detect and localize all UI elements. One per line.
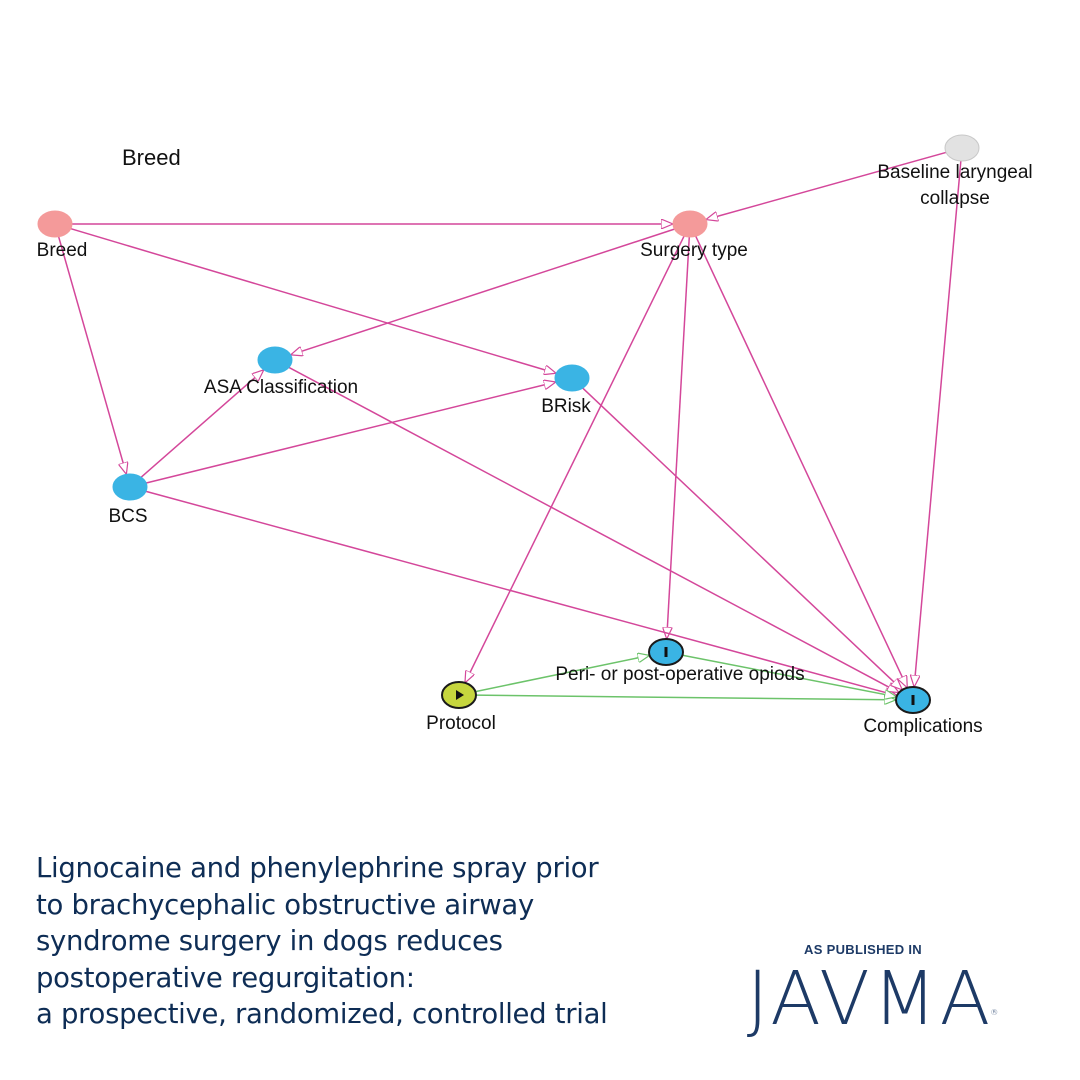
node-asa-shape: [257, 346, 293, 374]
node-asa[interactable]: ASA Classification: [204, 346, 358, 398]
edge-baseline-to-surgery: [707, 151, 947, 219]
node-surgery-label: Surgery type: [640, 240, 748, 261]
node-brisk-shape: [554, 364, 590, 392]
node-brisk-label: BRisk: [541, 396, 591, 417]
node-complications[interactable]: Complications: [863, 686, 983, 737]
outcome-bar-icon: [911, 695, 915, 705]
node-protocol[interactable]: Protocol: [426, 681, 496, 734]
edge-surgery-to-asa: [292, 228, 675, 354]
node-asa-label: ASA Classification: [204, 377, 358, 398]
edge-baseline-to-complications: [914, 160, 962, 686]
title-line: postoperative regurgitation:: [36, 961, 415, 994]
node-bcs-label: BCS: [108, 506, 147, 527]
edge-bcs-to-brisk: [145, 382, 555, 484]
article-title: Lignocaine and phenylephrine spray prior…: [36, 850, 676, 1033]
edge-bcs-to-asa: [140, 370, 263, 478]
node-breed-label: Breed: [37, 240, 88, 261]
javma-wordmark: JAVMA: [746, 956, 994, 1042]
node-protocol-label: Protocol: [426, 713, 496, 734]
node-opiods-label: Peri- or post-operative opiods: [555, 664, 804, 685]
edge-bcs-to-complications: [145, 490, 896, 695]
edge-brisk-to-complications: [582, 387, 902, 689]
node-brisk[interactable]: BRisk: [541, 364, 591, 417]
outcome-bar-icon: [664, 647, 668, 657]
node-bcs[interactable]: BCS: [108, 473, 148, 527]
publisher-block: AS PUBLISHED IN JAVMA ®: [735, 942, 1005, 1039]
node-baseline-label: Baseline laryngeal: [877, 162, 1032, 183]
node-baseline-shape: [944, 134, 980, 162]
node-surgery-shape: [672, 210, 708, 238]
node-breed[interactable]: Breed: [37, 210, 88, 261]
node-complications-label: Complications: [863, 716, 982, 737]
edge-breed-to-bcs: [57, 236, 126, 474]
title-line: syndrome surgery in dogs reduces: [36, 925, 503, 957]
edge-opiods-to-complications: [682, 654, 895, 696]
registered-mark: ®: [990, 1008, 1002, 1017]
node-baseline-label: collapse: [920, 188, 990, 209]
node-baseline[interactable]: Baseline laryngeal collapse: [877, 134, 1033, 209]
javma-logo: JAVMA ®: [746, 956, 999, 1042]
exposure-play-icon: [456, 690, 464, 700]
node-surgery[interactable]: Surgery type: [640, 210, 748, 261]
node-breed-shape: [37, 210, 73, 238]
node-bcs-shape: [112, 473, 148, 501]
published-in-label: AS PUBLISHED IN: [804, 942, 922, 957]
edges-layer: [57, 151, 962, 700]
edge-asa-to-complications: [288, 366, 898, 692]
node-opiods[interactable]: Peri- or post-operative opiods: [555, 638, 805, 685]
title-line: to brachycephalic obstructive airway: [36, 888, 534, 921]
edge-protocol-to-complications: [475, 694, 895, 700]
stray-breed-label: Breed: [122, 145, 181, 170]
edge-breed-to-brisk: [70, 227, 555, 373]
edge-surgery-to-complications: [695, 235, 907, 687]
title-line: a prospective, randomized, controlled tr…: [36, 998, 608, 1030]
title-line: Lignocaine and phenylephrine spray prior: [36, 852, 599, 884]
edge-surgery-to-protocol: [465, 235, 685, 682]
edge-surgery-to-opiods: [667, 236, 691, 638]
edge-protocol-to-opiods: [475, 656, 648, 693]
